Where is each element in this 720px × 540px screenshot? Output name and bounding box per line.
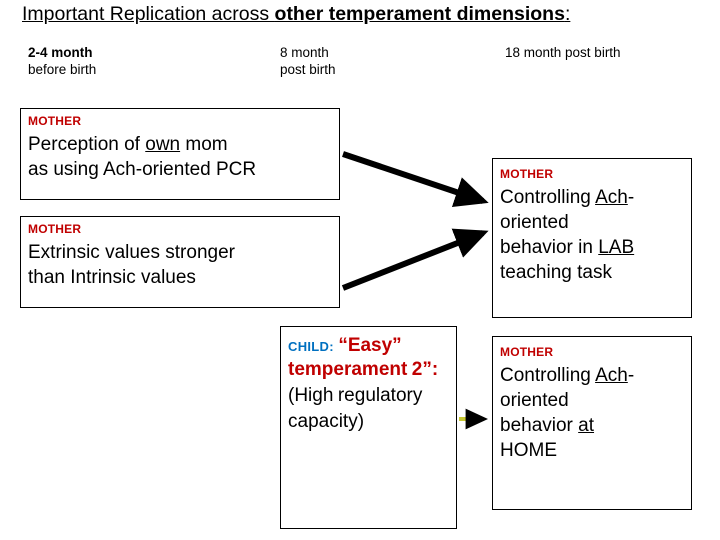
column-header-3-line1: 18 month post birth	[505, 45, 621, 60]
box-child-line6: capacity)	[288, 411, 365, 432]
box-mother-perception: MOTHER Perception of own mom as using Ac…	[20, 108, 340, 200]
arrow-extrinsic-to-lab	[341, 228, 489, 291]
box-lab-line4: teaching task	[500, 262, 612, 283]
box-child-line4: (High	[288, 385, 334, 406]
column-header-2-4-month-before-birth: 2-4 month before birth	[28, 44, 96, 78]
page-title-part1: Important Replication across	[22, 3, 275, 25]
box-lab-line3: behavior in LAB	[500, 237, 635, 258]
box-home-line4: HOME	[500, 440, 557, 461]
box-extrinsic-line2: than Intrinsic values	[28, 267, 196, 288]
box-child-first-line: CHILD: “Easy”	[288, 335, 402, 356]
box-home-tag: MOTHER	[500, 345, 554, 359]
box-home-line1: Controlling Ach-	[500, 365, 635, 386]
box-extrinsic-tag: MOTHER	[28, 222, 82, 236]
column-header-1-line1: 2-4 month	[28, 45, 93, 60]
box-home-line3: behavior at	[500, 415, 595, 436]
arrow-perception-to-lab	[342, 151, 489, 208]
box-child-quote: “Easy”	[338, 335, 402, 356]
box-lab-tag: MOTHER	[500, 167, 554, 181]
box-lab-line1: Controlling Ach-	[500, 187, 635, 208]
box-extrinsic-line1: Extrinsic values stronger	[28, 242, 235, 263]
box-child-line2: temperament	[288, 359, 408, 380]
column-header-2-line1: 8 month	[280, 45, 329, 60]
page-title: Important Replication across other tempe…	[22, 2, 712, 26]
box-home-line2: oriented	[500, 390, 569, 411]
column-header-1-line2: before birth	[28, 62, 97, 77]
box-child-tag: CHILD:	[288, 339, 334, 354]
column-header-8-month-post-birth: 8 month post birth	[280, 44, 336, 78]
box-mother-controlling-lab: MOTHER Controlling Ach- oriented behavio…	[492, 158, 692, 318]
box-perception-tag: MOTHER	[28, 114, 82, 128]
box-perception-line1: Perception of own mom	[28, 134, 228, 155]
column-header-18-month-post-birth: 18 month post birth	[505, 44, 621, 61]
box-mother-controlling-home: MOTHER Controlling Ach- oriented behavio…	[492, 336, 692, 510]
box-perception-line2: as using Ach-oriented PCR	[28, 159, 257, 180]
page-title-part3: :	[564, 3, 571, 25]
box-child-easy-temperament: CHILD: “Easy” temperament 2”: (High regu…	[280, 326, 457, 529]
box-mother-extrinsic-values: MOTHER Extrinsic values stronger than In…	[20, 216, 340, 308]
box-lab-line2: oriented	[500, 212, 569, 233]
page-title-part2: other temperament dimensions	[274, 3, 565, 25]
box-child-line5: regulatory	[337, 385, 423, 406]
column-header-2-line2: post birth	[280, 62, 336, 77]
box-child-line3: 2”:	[411, 359, 439, 380]
